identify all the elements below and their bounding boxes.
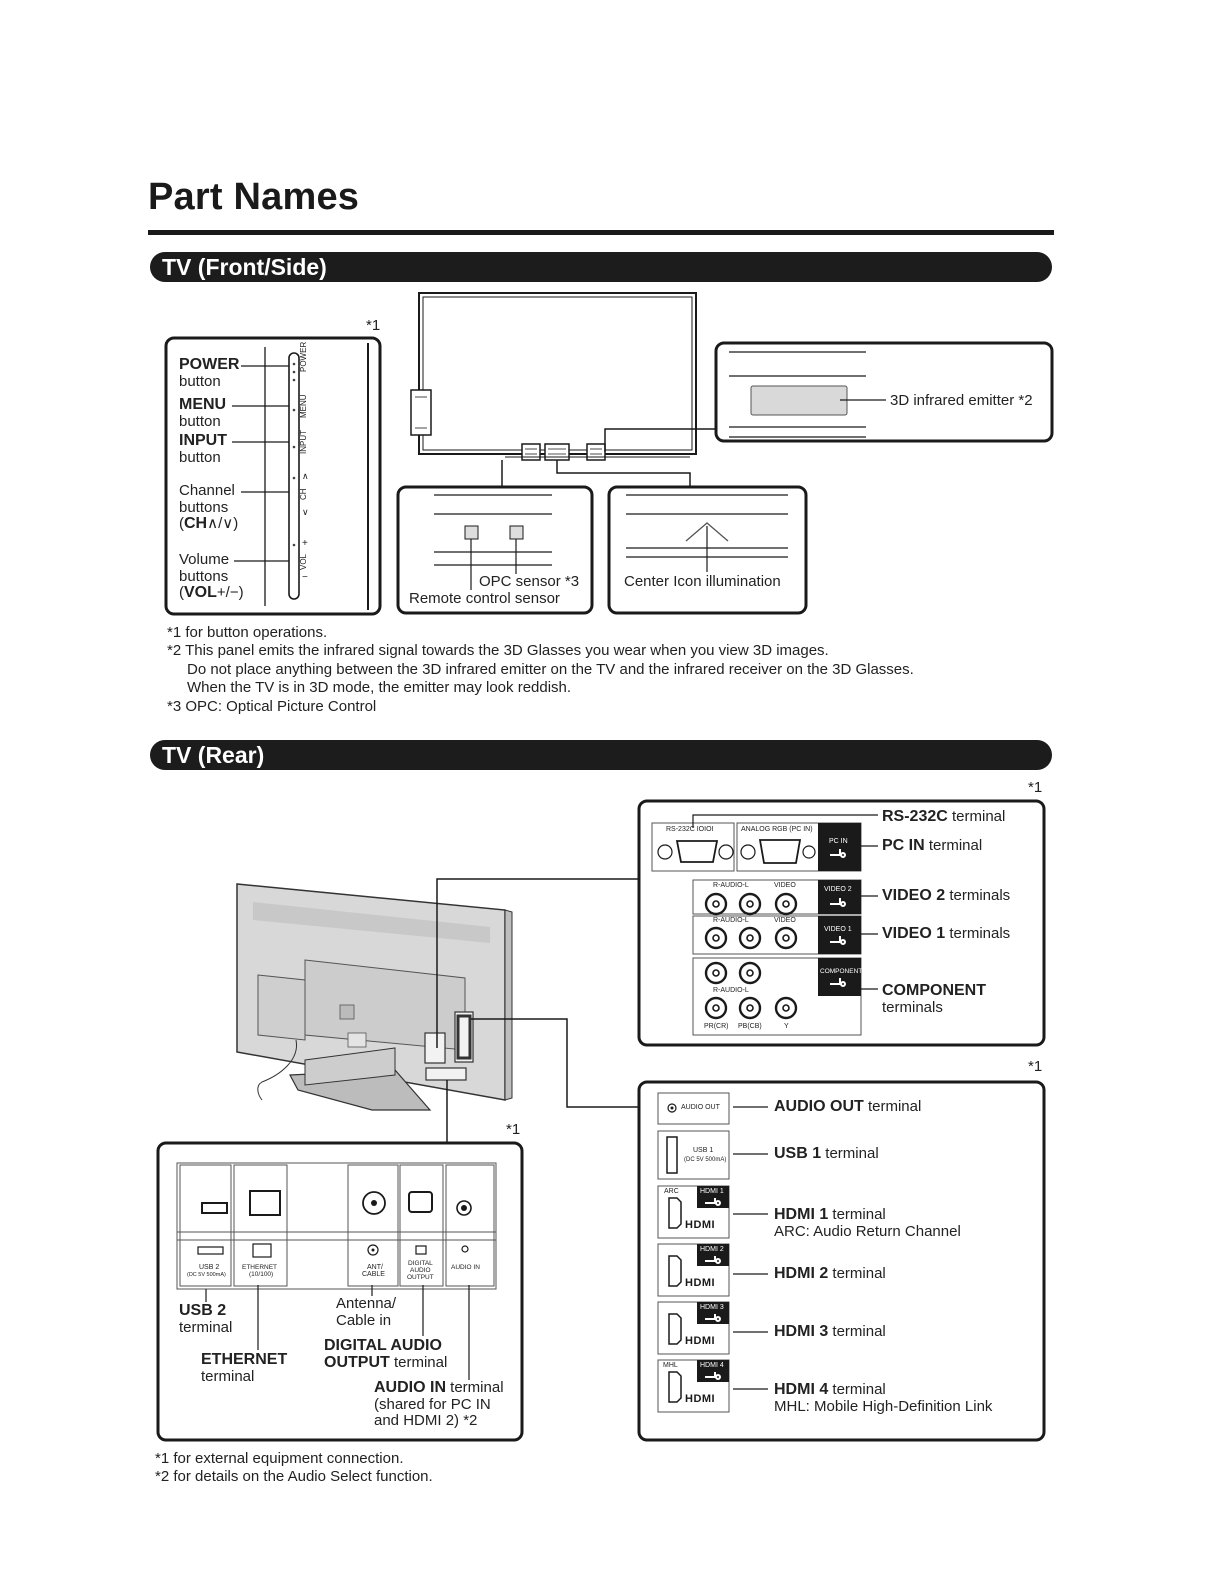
panel-ch-up: ∧ [302,471,309,481]
small-hdmi1-tab: HDMI 1 [700,1188,724,1195]
small-usb1: USB 1 [693,1147,714,1154]
pcin-label: PC IN terminal [882,837,983,854]
video1-label: VIDEO 1 terminals [882,925,1011,942]
remote-sensor-label: Remote control sensor [409,590,560,607]
small-digital: DIGITAL [408,1260,433,1267]
small-hdmi3-tab: HDMI 3 [700,1304,724,1311]
front-note-3: Do not place anything between the 3D inf… [187,661,914,678]
panel-vol-plus: + [302,538,308,549]
small-ethernet-spec: (10/100) [249,1271,274,1278]
rear-star-lower: *1 [1028,1058,1043,1075]
audio-out-label: AUDIO OUT terminal [774,1098,922,1115]
center-icon-label: Center Icon illumination [624,573,781,590]
small-rs232c: RS-232C IOIOI [666,826,714,833]
small-video2-tab: VIDEO 2 [824,886,852,893]
rear-note-1: *1 for external equipment connection. [155,1450,404,1467]
title-rule [148,230,1054,235]
small-video-1: VIDEO [774,917,796,924]
antenna-label: Antenna/Cable in [336,1295,397,1329]
small-cable: CABLE [362,1271,385,1278]
small-usb2-spec: (DC 5V 500mA) [187,1272,226,1278]
page-title: Part Names [148,176,360,218]
front-star-ref: *1 [366,317,381,334]
small-pb: PB(CB) [738,1023,762,1030]
rear-note-2: *2 for details on the Audio Select funct… [155,1468,433,1485]
small-pr: PR(CR) [704,1023,729,1030]
rs232c-label: RS-232C terminal [882,808,1006,825]
small-ethernet: ETHERNET [242,1264,278,1271]
small-audio: AUDIO [410,1267,431,1274]
small-hdmi4-tab: HDMI 4 [700,1362,724,1369]
small-component-tab: COMPONENT [820,968,863,975]
small-audio-out: AUDIO OUT [681,1104,720,1111]
front-note-4: When the TV is in 3D mode, the emitter m… [187,679,572,696]
small-usb1-spec: (DC 5V 500mA) [684,1157,727,1163]
small-mhl: MHL [663,1362,678,1369]
small-r-audio-l-1: R-AUDIO-L [713,917,749,924]
small-video1-tab: VIDEO 1 [824,926,852,933]
panel-vol-minus: − [302,572,308,583]
opc-sensor-label: OPC sensor *3 [479,573,580,590]
panel-ch-down: ∨ [302,507,309,517]
small-analog-rgb: ANALOG RGB (PC IN) [741,826,813,833]
section-header-rear: TV (Rear) [150,740,1052,770]
small-r-audio-l-c: R-AUDIO-L [713,987,749,994]
hdmi2-label: HDMI 2 terminal [774,1265,886,1282]
front-note-1: *1 for button operations. [167,624,328,641]
small-y: Y [784,1023,789,1030]
hdmi-logo-2: HDMI [685,1277,716,1289]
hdmi-logo-3: HDMI [685,1335,716,1347]
small-r-audio-l-2: R-AUDIO-L [713,882,749,889]
hdmi-logo-1: HDMI [685,1219,716,1231]
emitter-label: 3D infrared emitter *2 [890,392,1033,409]
small-audio-in: AUDIO IN [451,1264,480,1271]
video2-label: VIDEO 2 terminals [882,887,1011,904]
small-ant: ANT/ [367,1264,383,1271]
usb1-label: USB 1 terminal [774,1145,879,1162]
front-note-5: *3 OPC: Optical Picture Control [167,698,377,715]
small-video-2: VIDEO [774,882,796,889]
small-pc-in: PC IN [829,838,848,845]
hdmi3-label: HDMI 3 terminal [774,1323,886,1340]
small-hdmi2-tab: HDMI 2 [700,1246,724,1253]
small-output: OUTPUT [407,1274,434,1281]
rear-star-upper: *1 [1028,779,1043,796]
front-note-2: *2 This panel emits the infrared signal … [167,642,829,659]
section-header-front: TV (Front/Side) [150,252,1052,282]
small-usb2: USB 2 [199,1264,220,1271]
rear-star-left: *1 [506,1121,521,1138]
small-arc: ARC [664,1188,679,1195]
hdmi-logo-4: HDMI [685,1393,716,1405]
